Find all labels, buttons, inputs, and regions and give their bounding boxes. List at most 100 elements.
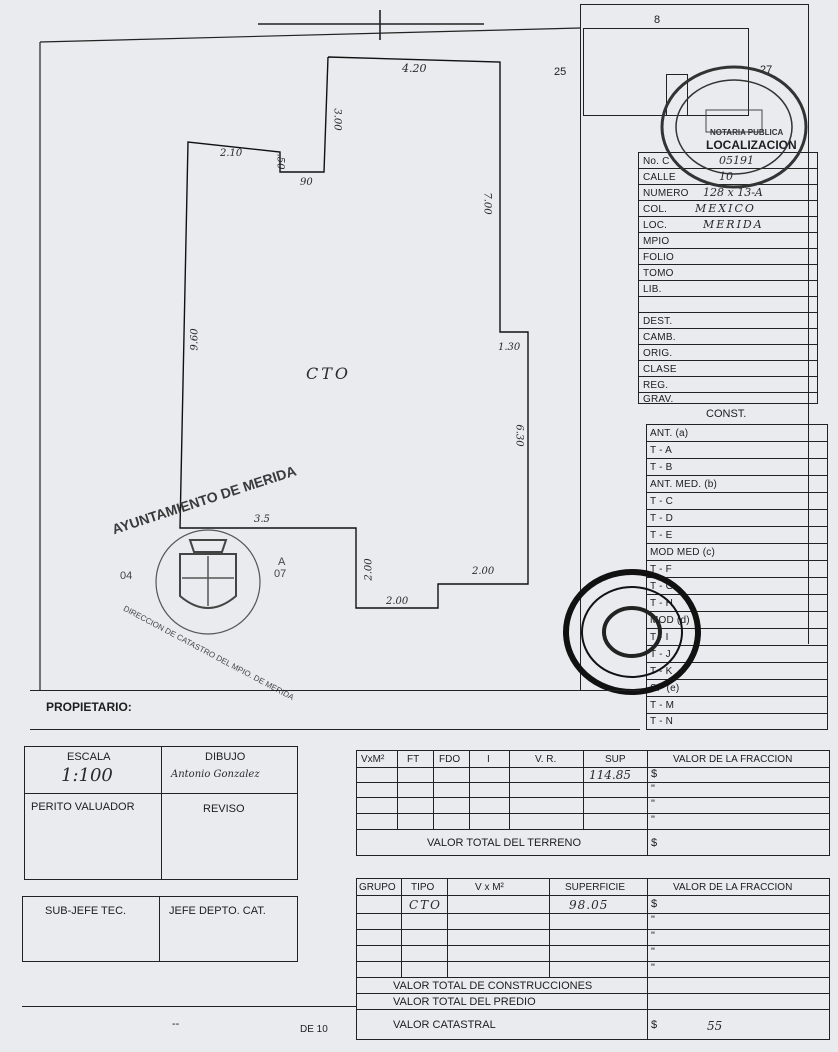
footer-right-mark: DE 10 [300,1024,328,1035]
box-number-top: 8 [654,14,661,26]
terreno-header: FT [407,754,420,765]
construccion-superficie-value: 98.05 [569,898,609,912]
const-row-label: T - H [650,598,674,609]
localizacion-title: LOCALIZACION [706,138,797,152]
field-label: TOMO [643,268,674,279]
construccion-ditto: " [651,930,655,942]
construccion-header: TIPO [411,882,435,893]
dim-left-side: 9.60 [189,328,201,351]
total-predio-label: VALOR TOTAL DEL PREDIO [393,996,536,1008]
footer-left-mark: -- [172,1018,180,1030]
stamp-code-left: 04 [120,570,133,582]
dim-step-h: 3.00 [331,108,343,131]
const-row-label: T - M [650,700,675,711]
dibujo-label: DIBUJO [205,751,246,763]
terreno-header: V. R. [535,754,557,765]
field-label: CLASE [643,364,677,375]
const-table: ANT. (a) T - A T - B ANT. MED. (b) T - C… [646,424,828,730]
field-label: No. C [643,156,670,167]
dim-bottom: 2.00 [386,596,409,607]
const-row-label: T - G [650,581,674,592]
ayuntamiento-stamp [155,529,261,635]
const-row-label: SP (e) [650,683,680,694]
subjefe-label: SUB-JEFE TEC. [45,905,127,917]
terreno-ditto: " [651,798,655,810]
localizacion-right-border [808,4,809,644]
notaria-stamp-text: NOTARIA PUBLICA [710,128,784,137]
dim-right-lower: 6.30 [513,424,525,447]
terreno-table: VxM² FT FDO I V. R. SUP VALOR DE LA FRAC… [356,750,830,856]
signatures-block: ESCALA 1:100 DIBUJO Antonio Gonzalez PER… [24,746,298,880]
notaria-stamp [660,65,808,189]
valor-catastral-label: VALOR CATASTRAL [393,1019,496,1031]
field-label: DEST. [643,316,673,327]
official-seal-stamp [563,569,701,695]
field-label: REG. [643,380,669,391]
jefe-label: JEFE DEPTO. CAT. [169,905,266,917]
const-row-label: ANT. (a) [650,428,689,439]
field-label: COL. [643,204,668,215]
dim-left-top: 2.10 [220,148,243,159]
dim-bottom-right: 2.00 [472,566,495,577]
field-value: MERIDA [703,218,764,231]
propietario-label: PROPIETARIO: [46,700,132,714]
localizacion-fields: No. C 05191 CALLE 10 NUMERO 128 x 13-A C… [638,152,818,405]
const-row-label: T - D [650,513,674,524]
dim-corner: 3.5 [254,514,270,525]
dim-step-90: 90 [300,177,313,188]
box-number-left: 25 [554,66,567,78]
terreno-dollar: $ [651,768,658,780]
construccion-ditto: " [651,962,655,974]
const-row-label: T - E [650,530,673,541]
terreno-ditto: " [651,814,655,826]
const-row-label: T - C [650,496,674,507]
field-label: GRAV. [643,394,674,405]
const-title: CONST. [706,408,747,420]
perito-label: PERITO VALUADOR [31,801,135,813]
dim-step-small: .50 [274,153,286,170]
construccion-ditto: " [651,946,655,958]
const-row-label: T - K [650,666,673,677]
field-label: NUMERO [643,188,689,199]
dibujo-value: Antonio Gonzalez [171,769,260,780]
terreno-header: I [487,754,490,765]
dim-right-upper: 7.00 [481,192,493,215]
escala-label: ESCALA [67,751,111,763]
terreno-total-dollar: $ [651,837,658,849]
construccion-ditto: " [651,914,655,926]
terreno-total-label: VALOR TOTAL DEL TERRENO [427,837,582,849]
field-label: MPIO [643,236,670,247]
terreno-header: FDO [439,754,461,765]
stamp-code-right-a: A [278,556,286,568]
terreno-header: VxM² [361,754,385,765]
construccion-table: GRUPO TIPO V x M² SUPERFICIE VALOR DE LA… [356,878,830,1040]
footer-line [22,1006,356,1007]
construccion-header: V x M² [475,882,504,893]
reviso-label: REVISO [203,803,245,815]
field-value: MEXICO [695,202,756,215]
total-construcciones-label: VALOR TOTAL DE CONSTRUCCIONES [393,980,593,992]
const-row-label: MOD MED (c) [650,547,715,558]
terreno-header: SUP [605,754,626,765]
terreno-ditto: " [651,783,655,795]
field-label: LOC. [643,220,668,231]
terreno-sup-value: 114.85 [589,768,631,782]
construccion-header: GRUPO [359,882,396,893]
field-label: CALLE [643,172,676,183]
room-label: CTO [306,364,352,383]
construccion-dollar: $ [651,898,658,910]
valor-catastral-dollar: $ [651,1019,658,1031]
dim-top: 4.20 [402,62,427,75]
terreno-header: VALOR DE LA FRACCION [673,754,793,765]
field-value: 05191 [719,154,754,167]
valor-catastral-value: 55 [707,1019,723,1033]
const-row-label: ANT. MED. (b) [650,479,718,490]
floor-plan-drawing [39,10,581,690]
propietario-box [30,690,640,730]
const-row-label: T - B [650,462,673,473]
const-row-label: T - A [650,445,672,456]
field-label: LIB. [643,284,662,295]
construccion-header: SUPERFICIE [565,882,626,893]
field-label: FOLIO [643,252,675,263]
construccion-tipo-value: CTO [409,898,443,912]
